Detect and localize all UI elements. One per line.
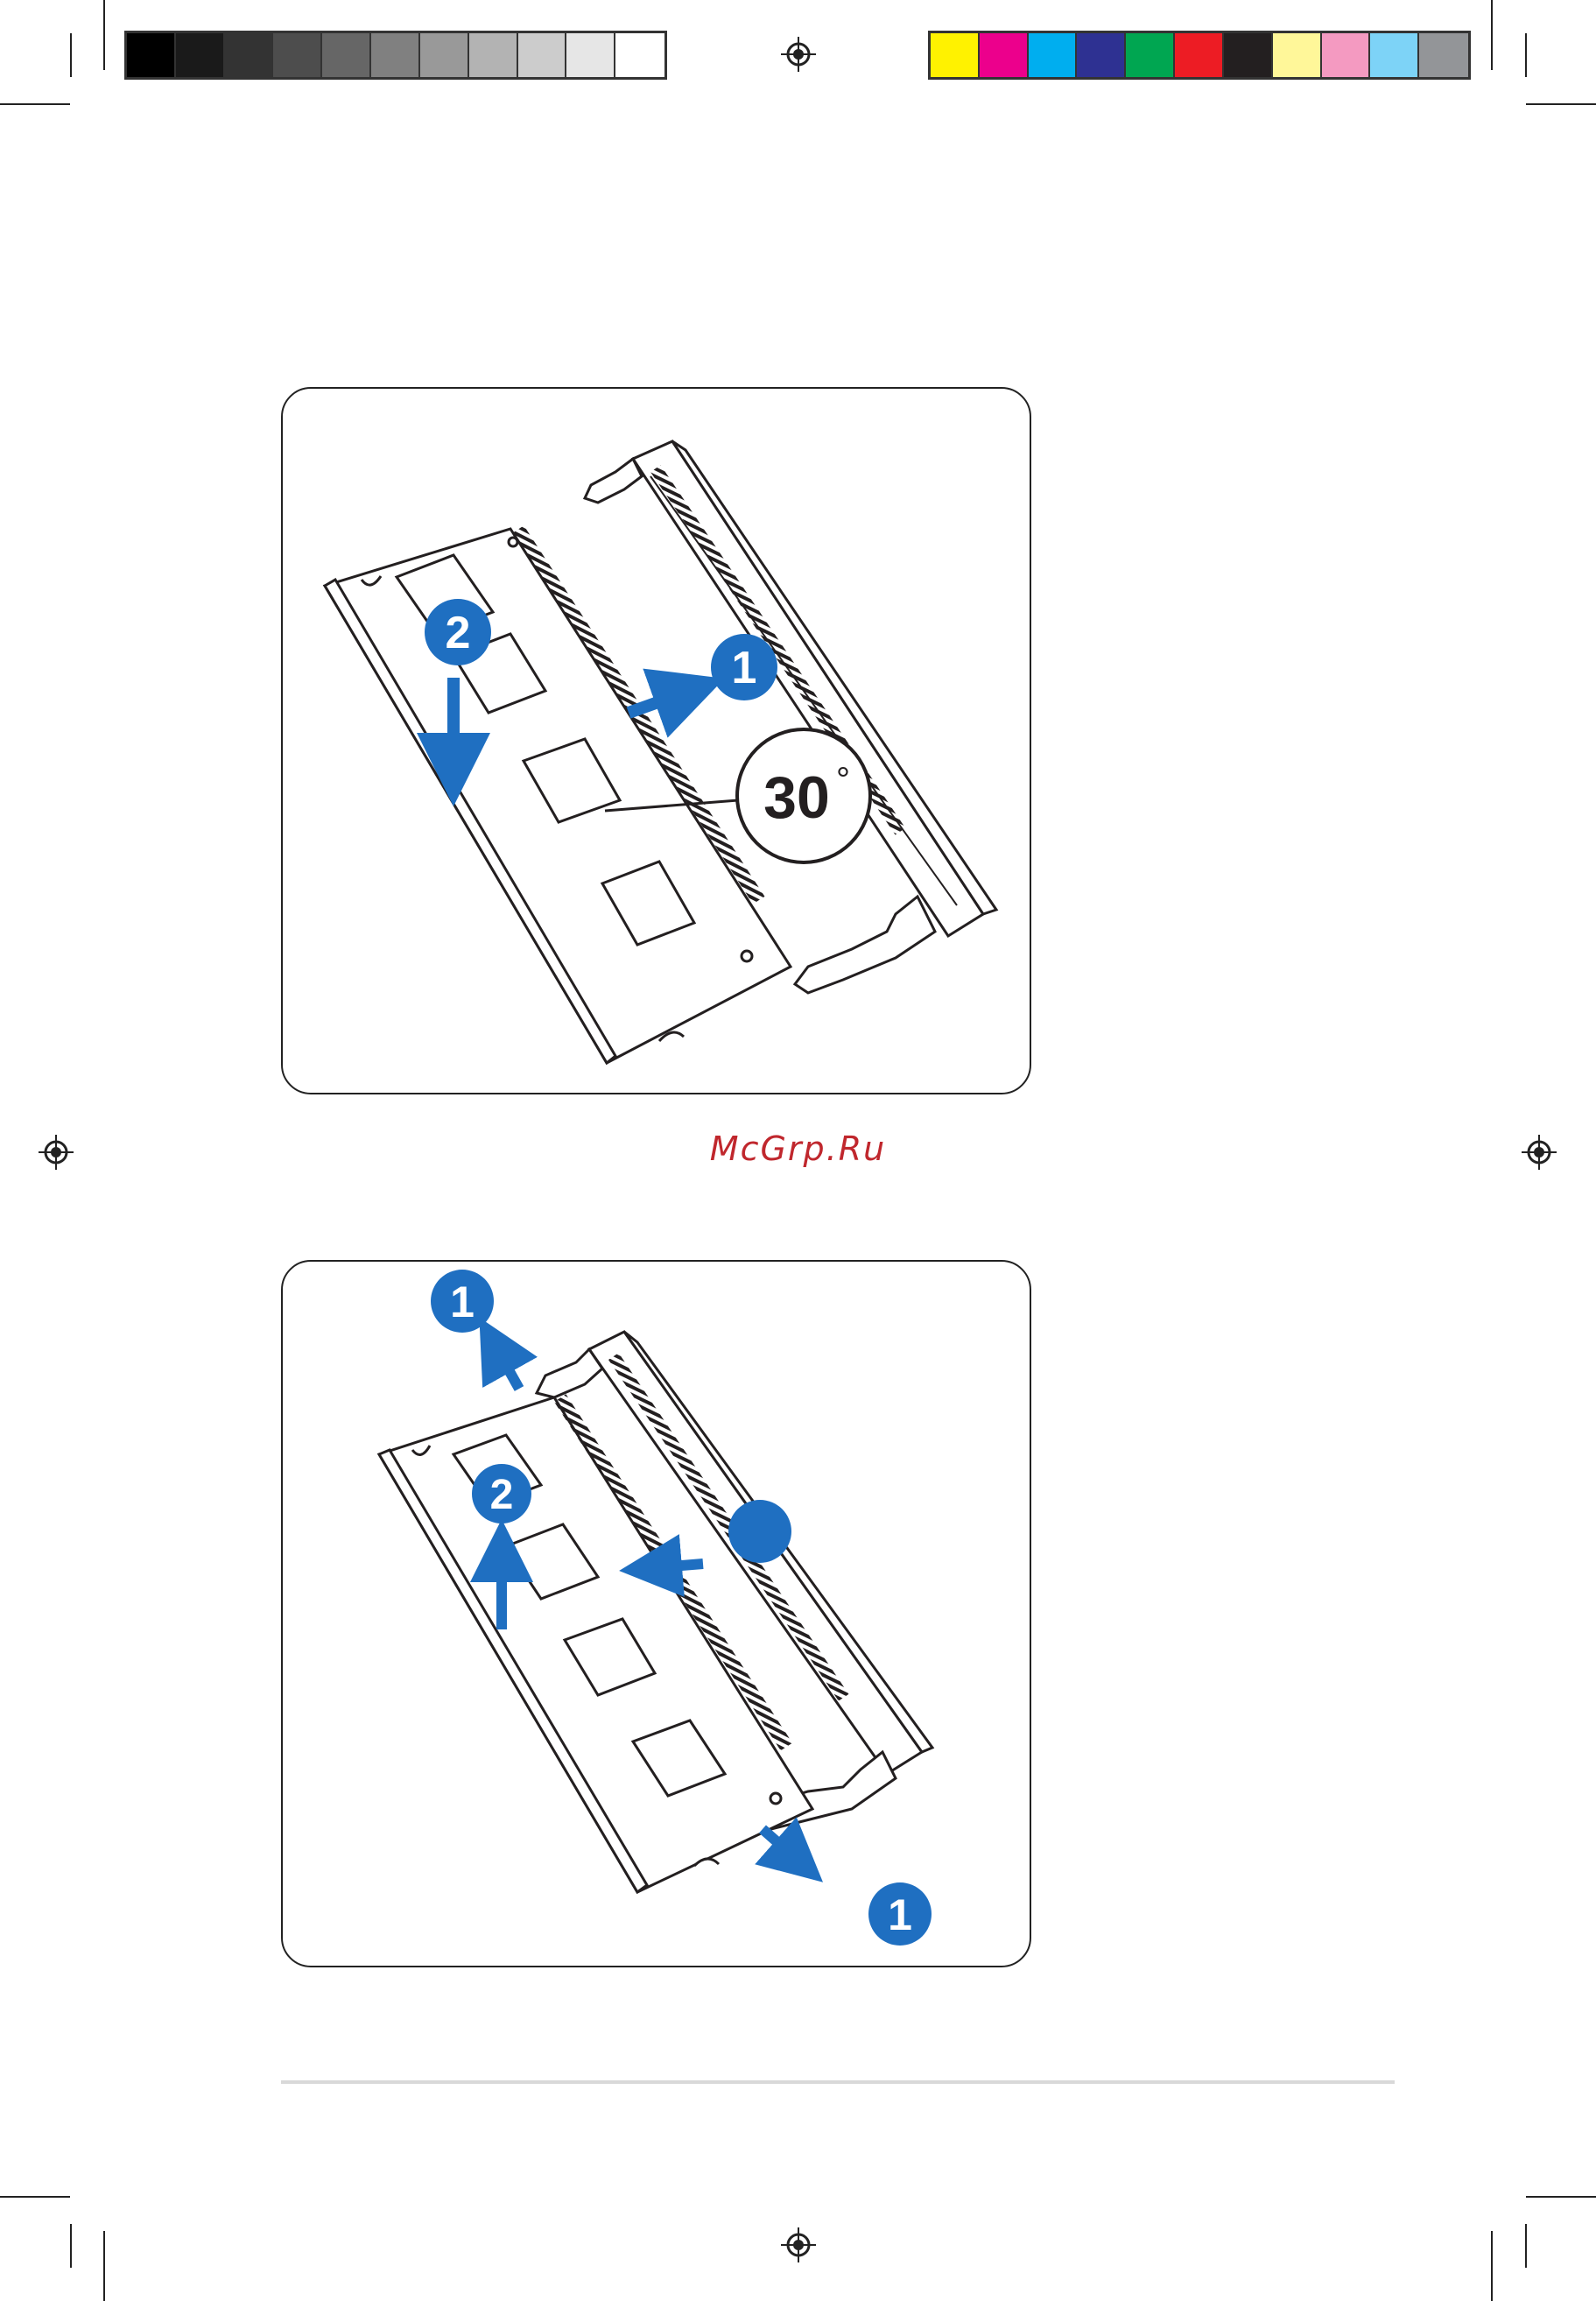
step-badge-1: 1 xyxy=(868,1882,932,1946)
crop-mark xyxy=(1491,2231,1493,2301)
crop-mark xyxy=(103,0,105,70)
grayscale-color-bar xyxy=(124,31,667,80)
memory-install-illustration: 2 1 30 ° xyxy=(283,389,1031,1094)
svg-text:2: 2 xyxy=(490,1472,514,1518)
crop-mark xyxy=(1526,2196,1596,2198)
color-swatch xyxy=(322,33,371,77)
release-arrow-top xyxy=(495,1345,519,1389)
color-swatch xyxy=(1126,33,1175,77)
color-swatch xyxy=(273,33,322,77)
footer-rule xyxy=(281,2080,1395,2084)
registration-mark-icon xyxy=(781,2227,816,2262)
watermark: McGrp.Ru xyxy=(0,1129,1596,1168)
color-swatch xyxy=(931,33,980,77)
color-swatch xyxy=(1077,33,1126,77)
figure-install-memory: 2 1 30 ° xyxy=(281,387,1031,1094)
svg-text:1: 1 xyxy=(888,1890,912,1939)
memory-remove-illustration: 1 2 1 xyxy=(283,1262,1031,1967)
color-swatch xyxy=(980,33,1029,77)
color-swatch xyxy=(1273,33,1322,77)
color-swatch xyxy=(420,33,469,77)
step-badge-2: 2 xyxy=(472,1464,531,1523)
angle-label: 30 xyxy=(763,764,830,831)
release-arrow-bottom xyxy=(763,1829,799,1861)
degree-symbol: ° xyxy=(836,761,850,799)
crop-mark xyxy=(0,2196,70,2198)
process-color-bar xyxy=(928,31,1471,80)
color-swatch xyxy=(1224,33,1273,77)
registration-mark-icon xyxy=(781,37,816,72)
color-swatch xyxy=(176,33,225,77)
color-swatch xyxy=(371,33,420,77)
color-swatch xyxy=(518,33,567,77)
step-badge-blank xyxy=(728,1500,791,1563)
svg-text:1: 1 xyxy=(732,643,757,693)
step-badge-1: 1 xyxy=(711,634,777,700)
color-swatch xyxy=(469,33,518,77)
step-badge-2: 2 xyxy=(425,599,491,665)
step-badge-1: 1 xyxy=(431,1270,494,1333)
crop-mark xyxy=(0,103,70,105)
color-swatch xyxy=(127,33,176,77)
color-swatch xyxy=(1175,33,1224,77)
remove-arrow xyxy=(650,1564,703,1568)
crop-mark xyxy=(103,2231,105,2301)
figure-remove-memory: 1 2 1 xyxy=(281,1260,1031,1967)
crop-mark xyxy=(70,2224,72,2268)
color-swatch xyxy=(566,33,615,77)
svg-text:1: 1 xyxy=(450,1277,475,1326)
crop-mark xyxy=(1525,33,1527,77)
crop-mark xyxy=(1526,103,1596,105)
crop-mark xyxy=(1525,2224,1527,2268)
crop-mark xyxy=(70,33,72,77)
crop-mark xyxy=(1491,0,1493,70)
svg-text:2: 2 xyxy=(446,608,471,658)
color-swatch xyxy=(225,33,274,77)
color-swatch xyxy=(1419,33,1468,77)
color-swatch xyxy=(615,33,664,77)
color-swatch xyxy=(1029,33,1078,77)
color-swatch xyxy=(1322,33,1371,77)
color-swatch xyxy=(1370,33,1419,77)
